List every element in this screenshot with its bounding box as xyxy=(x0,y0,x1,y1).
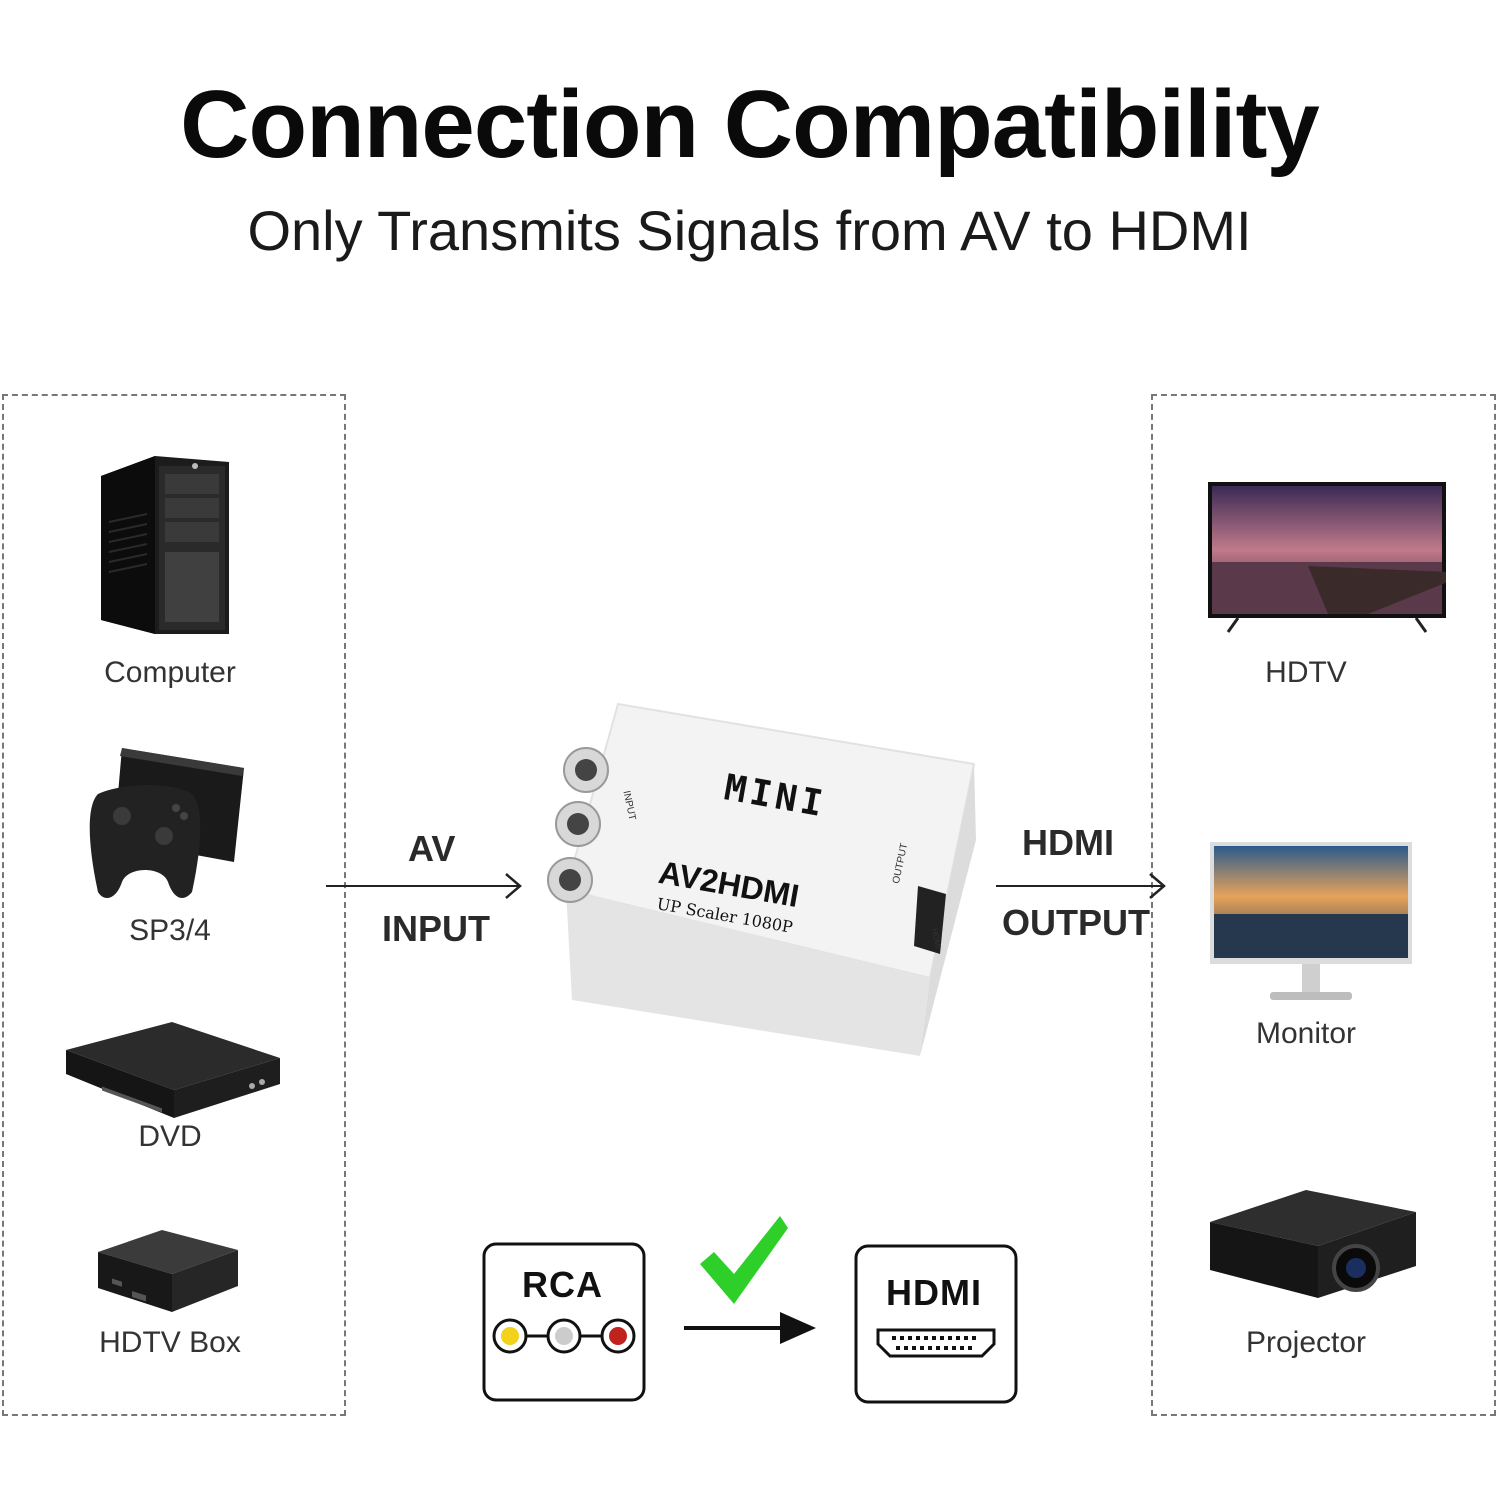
page-subtitle: Only Transmits Signals from AV to HDMI xyxy=(247,199,1252,262)
output-devices-panel xyxy=(1151,394,1496,1416)
dvd-label: DVD xyxy=(138,1120,202,1153)
hdmi-box-icon xyxy=(854,1244,1018,1404)
page-title: Connection Compatibility xyxy=(180,71,1320,178)
hdtv-icon xyxy=(1208,482,1446,633)
dvd-player-icon xyxy=(66,1022,280,1118)
av-label: AV xyxy=(408,828,456,869)
input-devices-panel xyxy=(2,394,346,1416)
computer-icon xyxy=(101,456,229,634)
tv-box-label: HDTV Box xyxy=(99,1326,241,1359)
hdmi-label: HDMI xyxy=(1022,822,1114,863)
computer-label: Computer xyxy=(104,656,236,689)
rca-box-icon xyxy=(482,1242,646,1402)
conversion-arrow-icon xyxy=(684,1312,816,1344)
hdmi-box-label: HDMI xyxy=(886,1272,982,1313)
projector-label: Projector xyxy=(1245,1326,1367,1359)
output-arrow-icon xyxy=(996,873,1166,899)
input-label: INPUT xyxy=(382,908,490,949)
monitor-icon xyxy=(1210,842,1412,1000)
console-label: SP3/4 xyxy=(129,914,211,947)
game-console-icon xyxy=(89,748,244,898)
rca-label: RCA xyxy=(522,1264,603,1305)
tv-box-icon xyxy=(98,1230,238,1312)
monitor-label: Monitor xyxy=(1255,1017,1357,1050)
output-label: OUTPUT xyxy=(1002,902,1150,943)
check-icon xyxy=(700,1216,788,1304)
input-arrow-icon xyxy=(326,873,522,899)
av2hdmi-adapter-icon xyxy=(547,702,976,1056)
projector-icon xyxy=(1210,1190,1416,1298)
hdtv-label: HDTV xyxy=(1265,656,1347,689)
